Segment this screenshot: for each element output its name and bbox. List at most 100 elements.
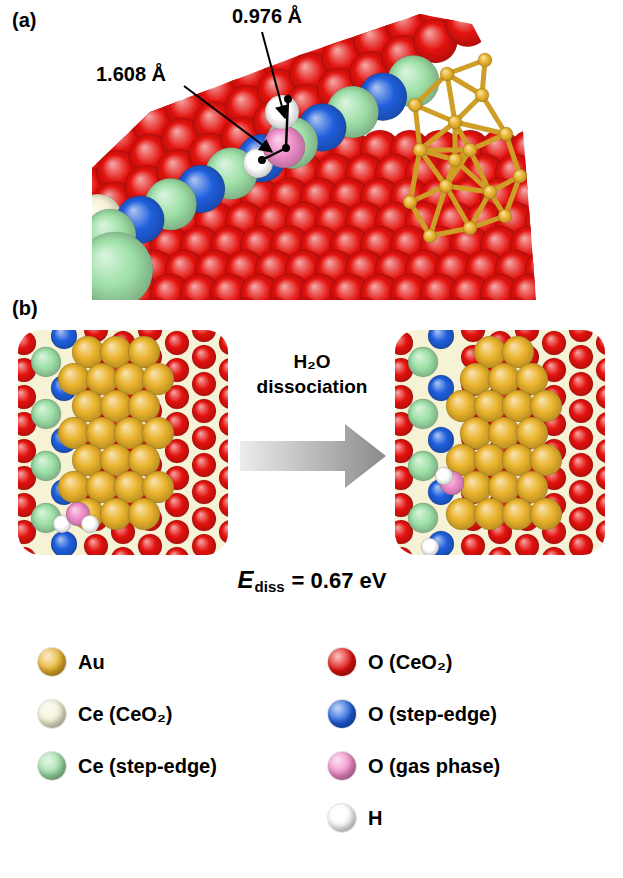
surface-oxygen bbox=[542, 547, 566, 555]
terrace-oxygen bbox=[234, 23, 278, 67]
surface-oxygen bbox=[510, 274, 550, 314]
gold-atom bbox=[446, 498, 478, 530]
terrace-oxygen bbox=[302, 0, 346, 3]
terrace-oxygen bbox=[32, 183, 76, 227]
gold-bond bbox=[430, 186, 446, 236]
top-view-model bbox=[395, 330, 605, 555]
surface-oxygen bbox=[219, 520, 228, 544]
gold-atom bbox=[448, 115, 462, 129]
surface-oxygen bbox=[596, 331, 605, 355]
surface-oxygen bbox=[192, 345, 216, 369]
legend-swatch bbox=[328, 752, 356, 780]
gold-atom bbox=[440, 67, 454, 81]
gold-atom bbox=[423, 229, 437, 243]
gold-atom bbox=[474, 498, 506, 530]
legend-swatch bbox=[328, 648, 356, 676]
gold-bond bbox=[455, 122, 506, 134]
legend-swatch bbox=[328, 700, 356, 728]
step-edge-cerium bbox=[77, 232, 153, 308]
panel-b-illustration bbox=[12, 291, 623, 598]
terrace-oxygen bbox=[422, 0, 466, 1]
terrace-oxygen bbox=[390, 0, 434, 17]
surface-oxygen bbox=[18, 547, 36, 555]
gold-atom bbox=[128, 498, 160, 530]
legend-swatch bbox=[38, 700, 66, 728]
terrace-oxygen bbox=[202, 39, 246, 83]
gold-atom bbox=[498, 209, 512, 223]
surface-oxygen bbox=[395, 547, 413, 555]
surface-oxygen bbox=[461, 534, 485, 555]
surface-oxygen bbox=[596, 412, 605, 436]
surface-oxygen bbox=[540, 130, 580, 170]
gold-atom bbox=[463, 221, 477, 235]
surface-oxygen bbox=[488, 547, 512, 555]
surface-oxygen bbox=[84, 534, 108, 555]
surface-oxygen bbox=[596, 466, 605, 490]
legend-label: O (step-edge) bbox=[368, 703, 497, 726]
surface-oxygen bbox=[540, 274, 580, 314]
process-arrow bbox=[240, 424, 386, 488]
step-edge-oxygen bbox=[428, 330, 454, 349]
surface-oxygen bbox=[219, 331, 228, 355]
gold-atom bbox=[439, 179, 453, 193]
terrace-oxygen bbox=[174, 24, 218, 68]
surface-oxygen bbox=[596, 547, 605, 555]
gold-atom bbox=[448, 153, 462, 167]
surface-oxygen bbox=[192, 372, 216, 396]
surface-oxygen bbox=[596, 520, 605, 544]
gold-atom bbox=[403, 195, 417, 209]
step-edge-cerium bbox=[408, 347, 438, 377]
terrace-oxygen bbox=[41, 120, 85, 164]
surface-oxygen bbox=[596, 493, 605, 517]
legend-label: H bbox=[368, 807, 382, 830]
leader-line bbox=[184, 86, 272, 152]
surface-oxygen bbox=[219, 385, 228, 409]
terrace-oxygen bbox=[362, 0, 406, 2]
energy-symbol: E bbox=[238, 566, 254, 593]
legend-entry: O (step-edge) bbox=[328, 700, 497, 728]
surface-oxygen bbox=[569, 534, 593, 555]
terrace-oxygen bbox=[73, 104, 117, 148]
gold-atom bbox=[413, 143, 427, 157]
legend-label: Au bbox=[78, 651, 105, 674]
surface-oxygen bbox=[569, 372, 593, 396]
legend-label: Ce (CeO₂) bbox=[78, 703, 172, 726]
gold-atom bbox=[463, 143, 477, 157]
surface-oxygen bbox=[395, 385, 413, 409]
legend-label: O (CeO₂) bbox=[368, 651, 452, 674]
process-label: H₂O dissociation bbox=[242, 350, 382, 399]
legend-entry: O (gas phase) bbox=[328, 752, 500, 780]
surface-oxygen bbox=[315, 298, 355, 338]
surface-oxygen bbox=[569, 345, 593, 369]
legend-label: Ce (step-edge) bbox=[78, 755, 217, 778]
surface-oxygen bbox=[165, 520, 189, 544]
surface-oxygen bbox=[555, 250, 595, 290]
surface-oxygen bbox=[219, 412, 228, 436]
step-edge-cerium bbox=[31, 347, 61, 377]
surface-oxygen bbox=[569, 453, 593, 477]
surface-oxygen bbox=[596, 358, 605, 382]
gold-cluster bbox=[403, 53, 527, 243]
legend-swatch bbox=[38, 752, 66, 780]
panel-label: (a) bbox=[12, 8, 36, 32]
surface-oxygen bbox=[219, 547, 228, 555]
terrace-oxygen bbox=[37, 152, 81, 196]
terrace-oxygen bbox=[45, 89, 89, 133]
surface-oxygen bbox=[569, 399, 593, 423]
surface-oxygen bbox=[596, 385, 605, 409]
legend-swatch bbox=[38, 648, 66, 676]
surface-oxygen bbox=[569, 426, 593, 450]
energy-value: = 0.67 eV bbox=[292, 568, 387, 593]
surface-oxygen bbox=[255, 298, 295, 338]
gold-atom bbox=[475, 88, 489, 102]
surface-oxygen bbox=[569, 330, 593, 342]
legend-entry: Ce (CeO₂) bbox=[38, 700, 172, 728]
surface-oxygen bbox=[165, 547, 189, 555]
legend-entry: Au bbox=[38, 648, 105, 676]
gold-atom bbox=[483, 185, 497, 199]
surface-oxygen bbox=[569, 507, 593, 531]
surface-oxygen bbox=[219, 466, 228, 490]
legend-entry: O (CeO₂) bbox=[328, 648, 452, 676]
gas-oxygen-atom bbox=[263, 126, 305, 168]
